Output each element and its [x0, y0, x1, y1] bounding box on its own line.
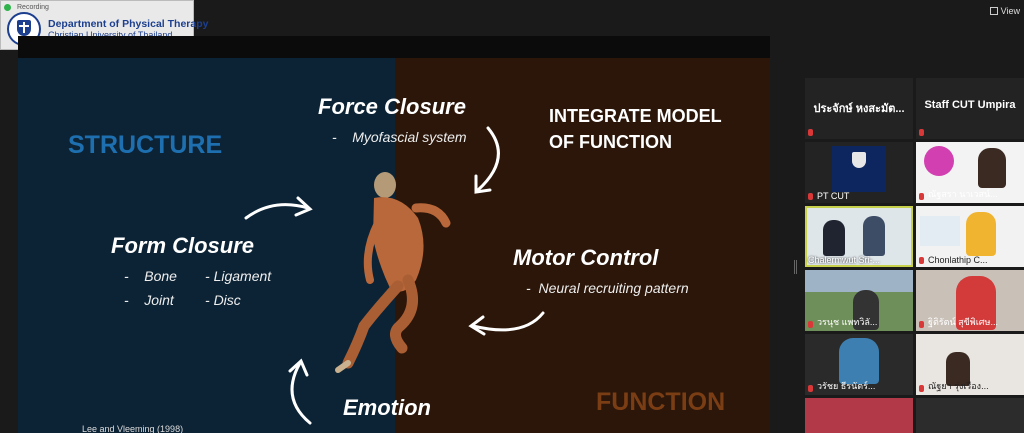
function-heading: FUNCTION [596, 388, 726, 416]
integrate-model-title: INTEGRATE MODEL OF FUNCTION [549, 103, 722, 155]
function-panel [395, 58, 770, 433]
motor-control-item: - Neural recruiting pattern [526, 280, 689, 296]
recording-label: Recording [17, 4, 49, 11]
participant-tile[interactable]: PT CUT [805, 142, 913, 203]
neural-label: Neural recruiting pattern [538, 280, 689, 296]
participant-name: ฐิติรัตน์ สุขีพิเศษ... [928, 317, 998, 327]
arrowhead-1 [294, 196, 313, 217]
muted-mic-icon [919, 321, 924, 328]
video-feed-person [978, 148, 1006, 188]
participant-tile[interactable]: ณัฐสรา นาเวสน์... [916, 142, 1024, 203]
form-closure-title: Form Closure [111, 233, 255, 258]
view-button[interactable]: View [989, 6, 1020, 16]
participant-display-name: ประจักษ์ หงสะมัต... [813, 103, 905, 115]
muted-mic-icon [808, 321, 813, 328]
participant-name: PT CUT [817, 191, 850, 201]
university-logo [832, 146, 886, 192]
muted-mic-icon [919, 257, 924, 264]
myofascial-label: Myofascial system [352, 129, 467, 145]
participant-tile[interactable]: Chonlathip C... [916, 206, 1024, 267]
ligament-label: Ligament [213, 268, 272, 284]
force-closure-item: - Myofascial system [332, 129, 467, 145]
muted-mic-icon [919, 193, 924, 200]
participant-name: วรัชย ธีรนัตร์... [817, 381, 876, 391]
citation: Lee and Vleeming (1998) [82, 424, 184, 433]
structure-heading: STRUCTURE [68, 131, 223, 159]
participant-name: ณัฐยา รุ่งเรือง... [928, 381, 989, 391]
form-item-ligament: - Ligament [205, 268, 272, 284]
video-feed-person [966, 212, 996, 256]
grid-icon [989, 7, 998, 15]
participant-tile[interactable] [805, 398, 913, 433]
arrowhead-4 [288, 358, 309, 377]
force-closure-title: Force Closure [318, 94, 466, 119]
participant-tile[interactable] [916, 398, 1024, 433]
participant-name: วรนุช แพทวิลั... [817, 317, 878, 327]
participant-name: ณัฐสรา นาเวสน์... [928, 189, 998, 199]
recording-indicator-icon [4, 4, 11, 11]
form-item-joint: - Joint [124, 292, 174, 308]
cycle-arrows [244, 126, 545, 425]
muted-mic-icon [808, 129, 813, 136]
participant-tile-active-speaker[interactable]: Chalermwut Sri-... [805, 206, 913, 267]
arrow-emotion-up [290, 361, 312, 425]
arrow-motor-to-body [471, 311, 545, 332]
arrowhead-3 [468, 315, 486, 336]
video-feed-person [956, 276, 996, 330]
video-feed-person [823, 220, 845, 256]
arrowhead-2 [474, 174, 492, 194]
anatomy-runner-figure [335, 172, 451, 373]
shared-slide: STRUCTURE FUNCTION INTEGRATE MODEL OF FU… [18, 58, 770, 433]
form-item-disc: - Disc [205, 292, 241, 308]
motor-control-title: Motor Control [513, 245, 659, 270]
video-feed-person [839, 338, 879, 384]
video-feed [924, 146, 954, 176]
arrow-form-to-force [244, 203, 310, 220]
participant-tile[interactable]: ณัฐยา รุ่งเรือง... [916, 334, 1024, 395]
muted-mic-icon [808, 385, 813, 392]
participant-name: Chonlathip C... [928, 255, 988, 265]
participant-tile[interactable]: ฐิติรัตน์ สุขีพิเศษ... [916, 270, 1024, 331]
form-item-bone: - Bone [124, 268, 177, 284]
gallery-resize-handle[interactable] [794, 260, 797, 274]
bone-label: Bone [144, 268, 177, 284]
muted-mic-icon [919, 385, 924, 392]
muted-mic-icon [808, 193, 813, 200]
participant-tile[interactable]: Staff CUT Umpira [916, 78, 1024, 139]
integrate-line-2: OF FUNCTION [549, 132, 672, 152]
joint-label: Joint [144, 292, 174, 308]
video-feed-person [863, 216, 885, 256]
video-feed-sky [805, 270, 913, 292]
participant-name: Chalermwut Sri-... [808, 255, 881, 265]
participant-tile[interactable]: วรนุช แพทวิลั... [805, 270, 913, 331]
muted-mic-icon [919, 129, 924, 136]
video-feed-person [853, 290, 879, 330]
structure-panel [18, 58, 395, 433]
video-background [920, 216, 960, 246]
view-button-label: View [1000, 6, 1020, 16]
integrate-line-1: INTEGRATE MODEL [549, 106, 722, 126]
disc-label: Disc [213, 292, 241, 308]
shared-screen-header [18, 36, 770, 58]
participant-tile[interactable]: ประจักษ์ หงสะมัต... [805, 78, 913, 139]
video-feed-person [946, 352, 970, 386]
emotion-title: Emotion [343, 395, 431, 420]
department-name: Department of Physical Therapy [48, 18, 209, 30]
arrow-force-to-function [476, 126, 500, 192]
participant-tile[interactable]: วรัชย ธีรนัตร์... [805, 334, 913, 395]
participant-display-name: Staff CUT Umpira [924, 99, 1016, 111]
university-name: Christian University of Thailand [48, 30, 173, 40]
